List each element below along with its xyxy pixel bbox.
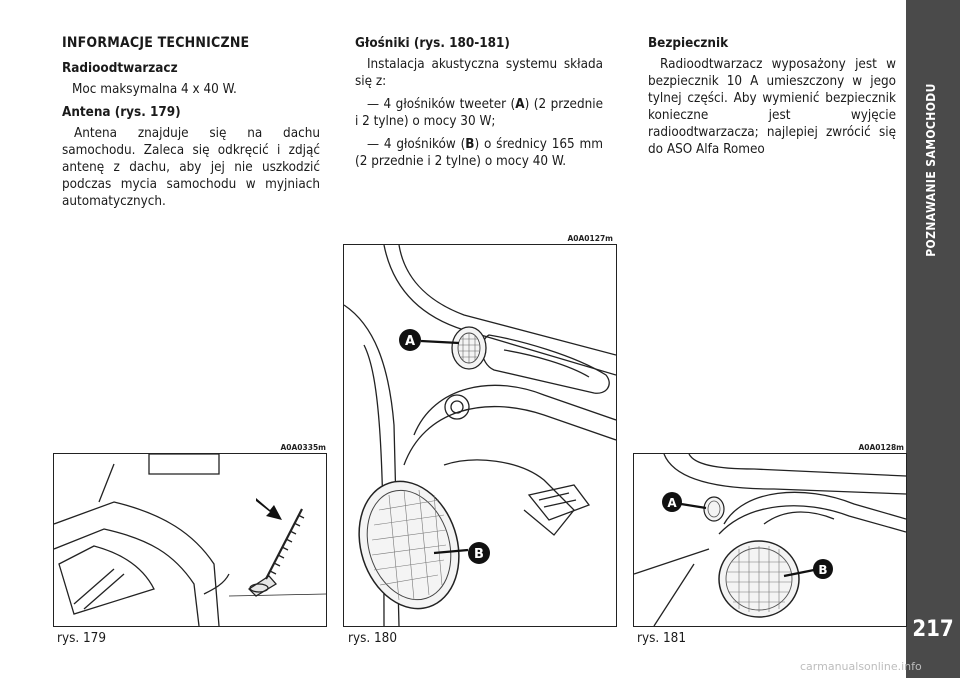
radio-power-text: Moc maksymalna 4 x 40 W. (72, 82, 237, 97)
speaker-item-tweeter: — 4 głośników tweeter (A) (2 przednie i … (355, 96, 603, 130)
tweeter-marker: A (515, 97, 525, 112)
rear-speakers-illustration: A B (634, 454, 906, 626)
figure-179-code: A0A0335m (280, 443, 326, 452)
column-technical-info: INFORMACJE TECHNICZNE Radioodtwarzacz Mo… (62, 35, 320, 216)
figure-179-caption: rys. 179 (57, 631, 106, 646)
section-label: POZNAWANIE SAMOCHODU (924, 83, 938, 257)
woofer-marker: B (465, 137, 475, 152)
section-sidebar (906, 0, 960, 678)
fuse-heading: Bezpiecznik (648, 36, 729, 51)
fig181-label-a: A (667, 496, 677, 510)
figure-180-caption: rys. 180 (348, 631, 397, 646)
figure-180-door-speakers: A B (343, 244, 617, 627)
fig181-label-b: B (818, 563, 827, 577)
figure-179-antenna (53, 453, 327, 627)
figure-181-caption: rys. 181 (637, 631, 686, 646)
watermark: carmanualsonline.info (800, 660, 922, 673)
fig180-label-a: A (405, 334, 415, 349)
column-speakers: Głośniki (rys. 180-181) Instalacja akust… (355, 35, 603, 176)
woofer-suffix: ) o średnicy 165 mm (2 przednie i 2 tyln… (355, 137, 603, 169)
tweeter-suffix: ) (2 przednie i 2 tylne) o mocy 30 W; (355, 97, 603, 129)
column-fuse: Bezpiecznik Radioodtwarzacz wyposażony j… (648, 35, 896, 164)
antenna-illustration (54, 454, 326, 626)
page-number: 217 (912, 617, 954, 642)
speakers-heading: Głośniki (rys. 180-181) (355, 36, 510, 51)
figure-181-rear-speakers: A B (633, 453, 907, 627)
tweeter-prefix: — 4 głośników tweeter ( (367, 97, 516, 112)
antenna-text: Antena znajduje się na dachu samochodu. … (62, 126, 320, 209)
section-title: INFORMACJE TECHNICZNE (62, 35, 250, 51)
fig180-label-b: B (474, 547, 484, 562)
antenna-heading: Antena (rys. 179) (62, 105, 181, 120)
figure-180-code: A0A0127m (567, 234, 613, 243)
door-speakers-illustration: A B (344, 245, 616, 626)
fuse-text: Radioodtwarzacz wyposażony jest w bezpie… (648, 57, 896, 157)
figure-181-code: A0A0128m (858, 443, 904, 452)
speaker-item-woofer: — 4 głośników (B) o średnicy 165 mm (2 p… (355, 136, 603, 170)
speakers-intro: Instalacja akustyczna systemu składa się… (355, 57, 603, 89)
radio-heading: Radioodtwarzacz (62, 61, 178, 76)
woofer-prefix: — 4 głośników ( (367, 137, 466, 152)
